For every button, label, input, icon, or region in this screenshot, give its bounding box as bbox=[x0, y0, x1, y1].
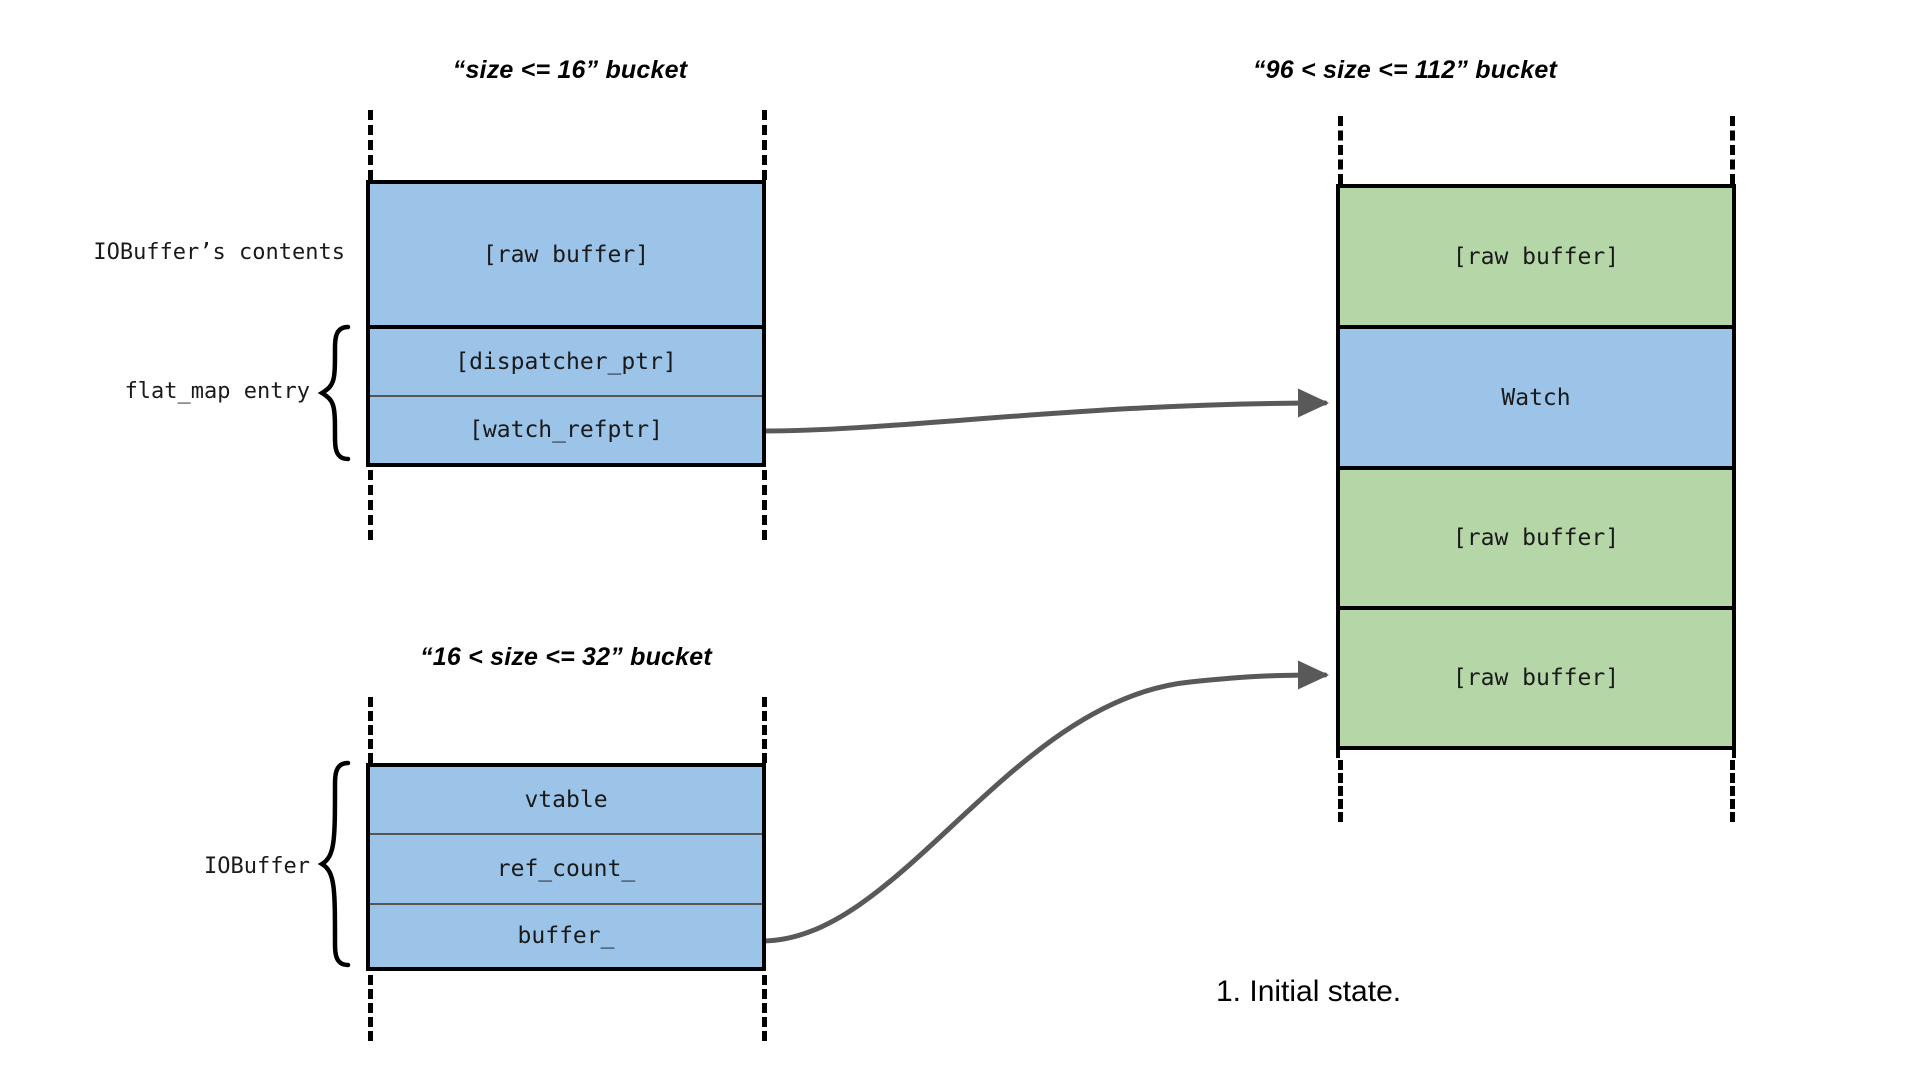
arrow-watch-refptr-to-watch bbox=[759, 388, 1329, 434]
brace-iobuffer bbox=[317, 760, 351, 968]
dash-left-bucket1-bottom bbox=[368, 470, 373, 540]
arrow-buffer-to-raw-buffer bbox=[759, 660, 1329, 944]
cell-watch: Watch bbox=[1340, 325, 1732, 466]
bucket-title-size-le-16: “size <= 16” bucket bbox=[452, 56, 688, 84]
dash-left-bucket2-top bbox=[1338, 116, 1343, 184]
dash-right-bucket2-bottom bbox=[1730, 760, 1735, 822]
cell-raw-buffer-2: [raw buffer] bbox=[1340, 466, 1732, 606]
iobuffer-contents-label: IOBuffer’s contents bbox=[93, 240, 345, 265]
bucket-title-16-lt-size-le-32: “16 < size <= 32” bucket bbox=[420, 643, 712, 671]
stack-bucket-96-112: [raw buffer] Watch [raw buffer] [raw buf… bbox=[1336, 184, 1736, 758]
dash-right-bucket3-bottom bbox=[762, 975, 767, 1041]
brace-flat-map-entry bbox=[317, 324, 351, 462]
iobuffer-label: IOBuffer bbox=[204, 854, 310, 879]
cell-ref-count: ref_count_ bbox=[370, 833, 762, 903]
cell-raw-buffer-3: [raw buffer] bbox=[1340, 606, 1732, 750]
cell-watch-refptr: [watch_refptr] bbox=[370, 395, 762, 467]
dash-right-bucket1-top bbox=[762, 110, 767, 180]
stack-bucket-size-le-16: [raw buffer] [dispatcher_ptr] [watch_ref… bbox=[366, 180, 766, 467]
dash-left-bucket3-bottom bbox=[368, 975, 373, 1041]
flat-map-entry-label: flat_map entry bbox=[124, 379, 310, 404]
dash-left-bucket1-top bbox=[368, 110, 373, 180]
cell-vtable: vtable bbox=[370, 763, 762, 833]
dash-right-bucket1-bottom bbox=[762, 470, 767, 540]
cell-dispatcher-ptr: [dispatcher_ptr] bbox=[370, 325, 762, 395]
cell-buffer: buffer_ bbox=[370, 903, 762, 971]
stack-bucket-16-32: vtable ref_count_ buffer_ bbox=[366, 763, 766, 971]
cell-raw-buffer: [raw buffer] bbox=[370, 180, 762, 325]
dash-left-bucket2-bottom bbox=[1338, 760, 1343, 822]
cell-raw-buffer-1: [raw buffer] bbox=[1340, 184, 1732, 325]
dash-right-bucket3-top bbox=[762, 697, 767, 763]
dash-left-bucket3-top bbox=[368, 697, 373, 763]
diagram-caption: 1. Initial state. bbox=[1216, 975, 1402, 1008]
bucket-title-96-lt-size-le-112: “96 < size <= 112” bucket bbox=[1252, 56, 1558, 84]
dash-right-bucket2-top bbox=[1730, 116, 1735, 184]
